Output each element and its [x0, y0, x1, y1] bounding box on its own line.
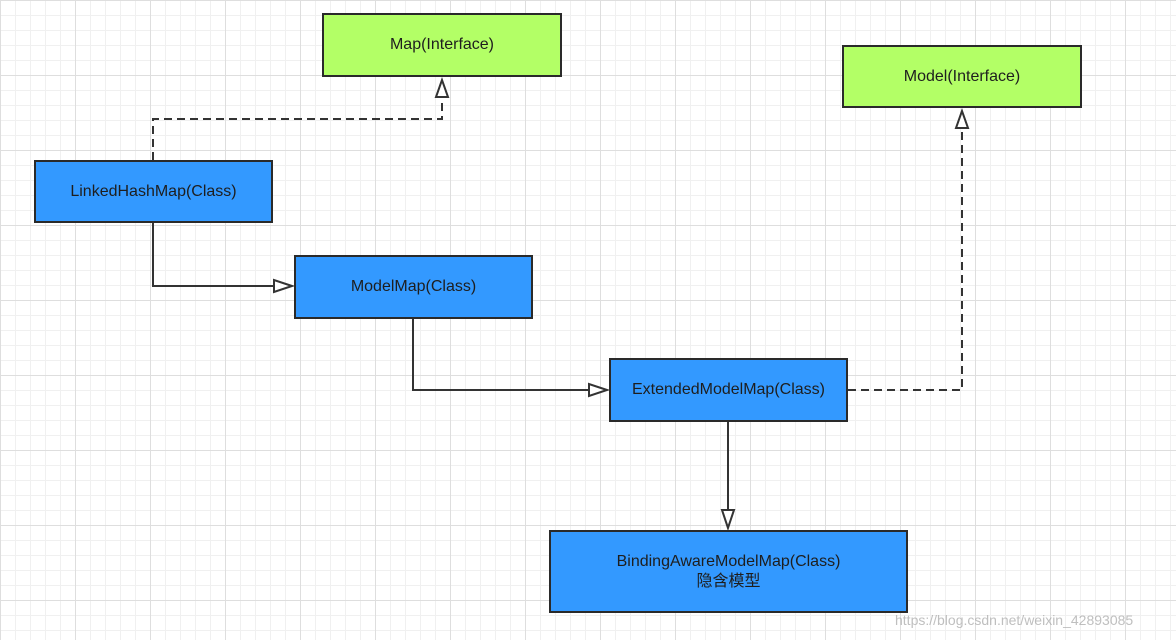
arrowhead-map — [434, 76, 450, 98]
node-label: ModelMap(Class) — [350, 278, 477, 295]
node-label: ExtendedModelMap(Class) — [632, 381, 825, 398]
node-modelmap-class[interactable]: ModelMap(Class) — [294, 255, 533, 319]
edge-modelmap-to-extendedmodelmap — [412, 319, 589, 391]
node-label: Map(Interface) — [389, 36, 495, 53]
watermark-text: https://blog.csdn.net/weixin_42893085 — [895, 612, 1134, 628]
node-label: BindingAwareModelMap(Class) — [616, 552, 841, 570]
edge-linkedhashmap-to-map — [152, 97, 443, 160]
arrowhead-model — [954, 107, 970, 129]
edge-linkedhashmap-to-modelmap — [152, 223, 274, 287]
node-model-interface[interactable]: Model(Interface) — [842, 45, 1082, 108]
node-bindingawaremodelmap-class[interactable]: BindingAwareModelMap(Class) 隐含模型 — [549, 530, 908, 613]
arrowhead-bindingawaremodelmap — [720, 509, 736, 532]
node-label: Model(Interface) — [903, 67, 1021, 85]
arrowhead-modelmap — [273, 278, 296, 294]
node-extendedmodelmap-class[interactable]: ExtendedModelMap(Class) — [609, 358, 848, 422]
node-sublabel: 隐含模型 — [696, 572, 761, 590]
edge-extendedmodelmap-to-model — [848, 128, 963, 391]
arrowhead-extendedmodelmap — [588, 382, 611, 398]
node-map-interface[interactable]: Map(Interface) — [322, 13, 562, 77]
node-label: LinkedHashMap(Class) — [70, 182, 237, 200]
node-linkedhashmap-class[interactable]: LinkedHashMap(Class) — [34, 160, 273, 223]
